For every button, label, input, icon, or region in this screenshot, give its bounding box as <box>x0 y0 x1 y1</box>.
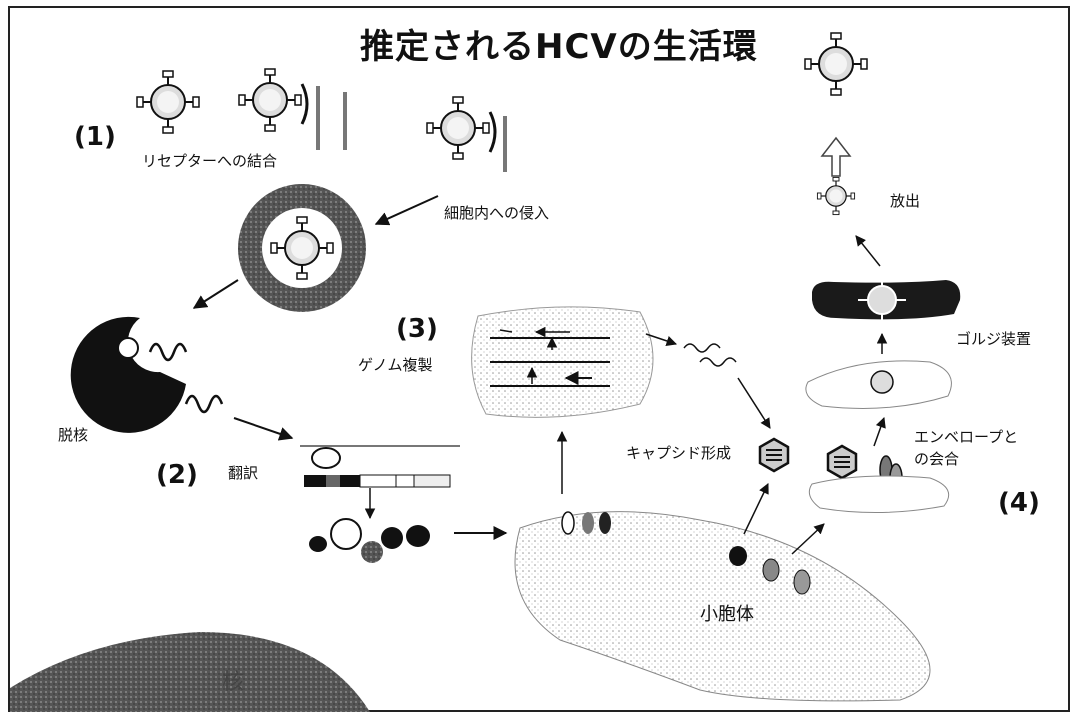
er-membrane <box>808 475 950 514</box>
released-virion <box>816 176 856 216</box>
step-2-label: (2) <box>156 460 198 490</box>
step-4-label: (4) <box>998 488 1040 518</box>
page-title: 推定されるHCVの生活環 <box>360 27 758 67</box>
virion-icon <box>136 70 200 134</box>
rna-icon <box>148 342 188 362</box>
er-label: 小胞体 <box>700 604 754 625</box>
capsid-icon <box>826 444 858 480</box>
polyprotein-bar <box>304 474 451 488</box>
envelope-label-1: エンベロープと <box>914 428 1019 446</box>
rna-icon <box>184 394 224 414</box>
er-shape <box>514 511 931 702</box>
translation-label: 翻訳 <box>228 464 259 482</box>
virion-icon <box>804 32 868 96</box>
replication-label: ゲノム複製 <box>358 356 433 374</box>
ribosome-icon <box>311 447 341 469</box>
receptor-icon <box>300 83 309 125</box>
entry-label: 細胞内への侵入 <box>444 204 550 222</box>
golgi-label: ゴルジ装置 <box>956 330 1032 348</box>
envelope-label-2: の会合 <box>914 450 960 468</box>
rna-icon <box>699 357 737 367</box>
nucleus-shape <box>10 632 370 712</box>
capsid-label: キャプシド形成 <box>626 444 732 462</box>
uncoating-vesicle <box>70 316 186 433</box>
capsid-icon <box>758 437 790 473</box>
rna-icon <box>683 343 721 353</box>
virion-icon <box>426 96 490 160</box>
step-1-label: (1) <box>74 122 116 152</box>
receptor-binding-label: リセプターへの結合 <box>142 152 278 170</box>
step-3-label: (3) <box>396 314 438 344</box>
uncoating-label: 脱核 <box>58 426 89 444</box>
nucleus-label: 核 <box>222 670 245 695</box>
virion-icon <box>238 68 302 132</box>
release-label: 放出 <box>890 192 921 210</box>
release-arrow-icon <box>820 136 852 177</box>
